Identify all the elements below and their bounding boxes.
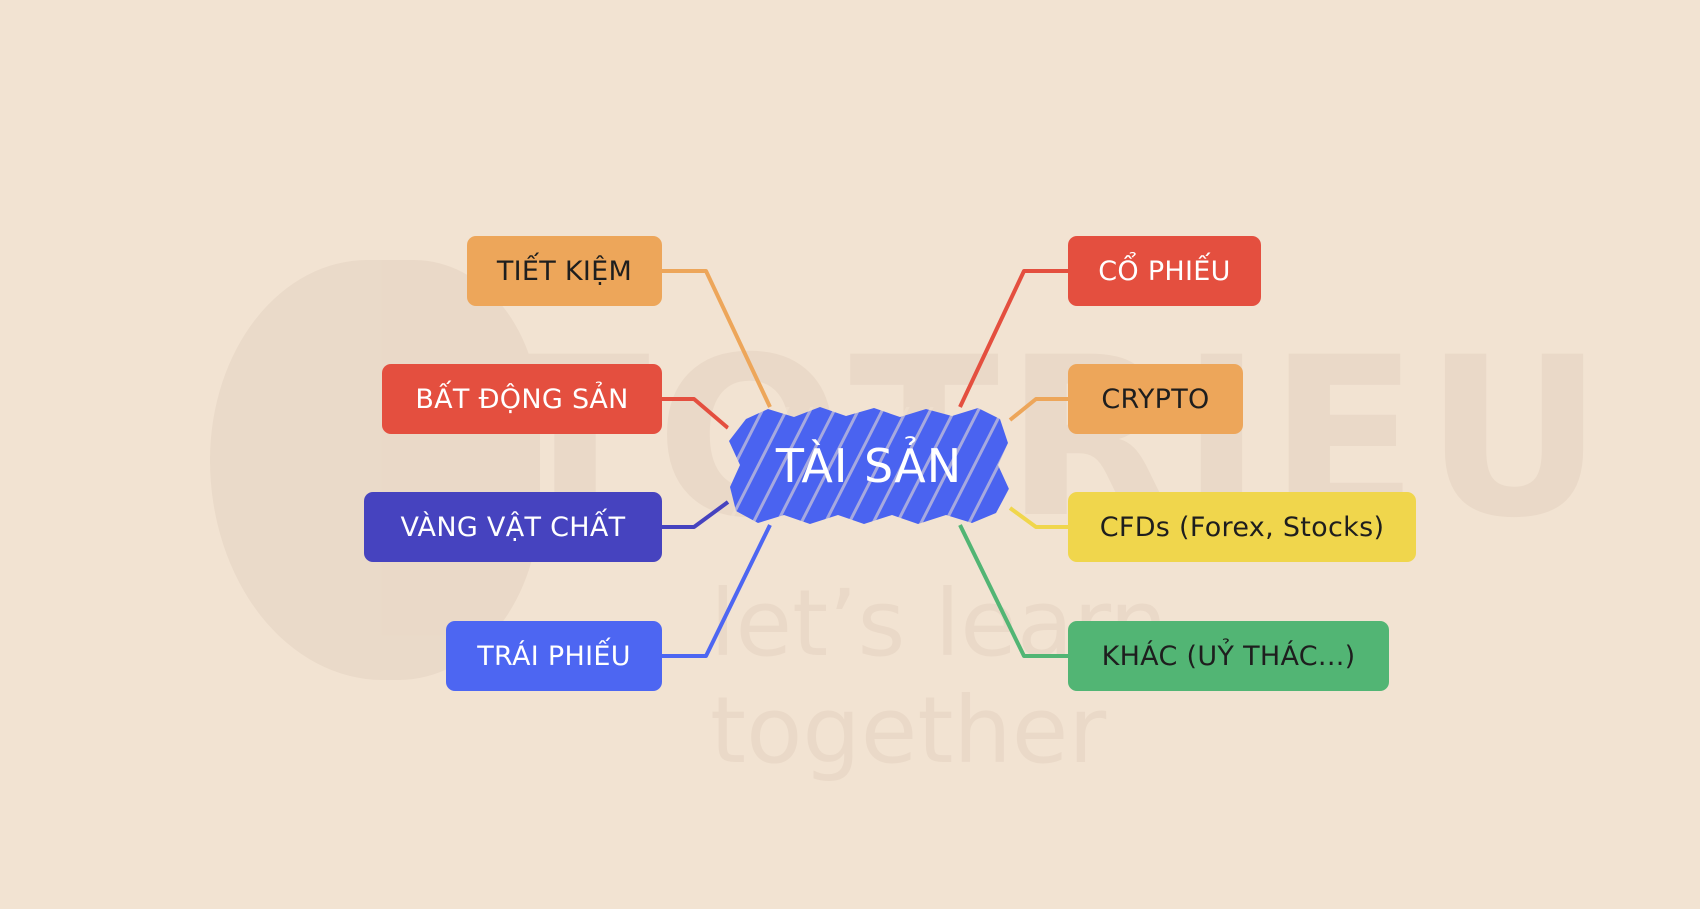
node-trai-phieu[interactable]: TRÁI PHIẾU	[446, 621, 662, 691]
connector-crypto	[1008, 397, 1068, 422]
node-co-phieu[interactable]: CỔ PHIẾU	[1068, 236, 1261, 306]
scribble-background	[728, 407, 1010, 525]
node-cfds[interactable]: CFDs (Forex, Stocks)	[1068, 492, 1416, 562]
connector-trai-phieu	[662, 524, 772, 658]
brand-watermark: TOTRIEU let’s learn together	[210, 240, 1603, 784]
node-khac[interactable]: KHÁC (UỶ THÁC...)	[1068, 621, 1389, 691]
node-bat-dong-san[interactable]: BẤT ĐỘNG SẢN	[382, 364, 662, 434]
brand-logo-watermark	[210, 260, 540, 680]
connector-co-phieu	[958, 269, 1068, 408]
connector-bat-dong-san	[662, 397, 730, 430]
center-topic[interactable]: TÀI SẢN	[728, 407, 1010, 525]
node-vang-vat-chat[interactable]: VÀNG VẬT CHẤT	[364, 492, 662, 562]
node-trai-phieu-label: TRÁI PHIẾU	[477, 640, 631, 672]
node-co-phieu-label: CỔ PHIẾU	[1098, 255, 1231, 287]
node-tiet-kiem[interactable]: TIẾT KIỆM	[467, 236, 662, 306]
node-tiet-kiem-label: TIẾT KIỆM	[496, 255, 633, 287]
node-bat-dong-san-label: BẤT ĐỘNG SẢN	[415, 383, 629, 415]
watermark-brand-text: TOTRIEU	[500, 310, 1610, 566]
node-crypto[interactable]: CRYPTO	[1068, 364, 1243, 434]
connector-tiet-kiem	[662, 269, 772, 408]
connector-cfds	[1008, 506, 1068, 529]
node-vang-vat-chat-label: VÀNG VẬT CHẤT	[400, 511, 626, 543]
connector-vang-vat-chat	[662, 500, 730, 529]
center-topic-label: TÀI SẢN	[775, 439, 963, 493]
node-cfds-label: CFDs (Forex, Stocks)	[1099, 511, 1385, 543]
node-khac-label: KHÁC (UỶ THÁC...)	[1101, 640, 1356, 672]
connector-khac	[958, 524, 1068, 658]
node-crypto-label: CRYPTO	[1101, 383, 1210, 415]
